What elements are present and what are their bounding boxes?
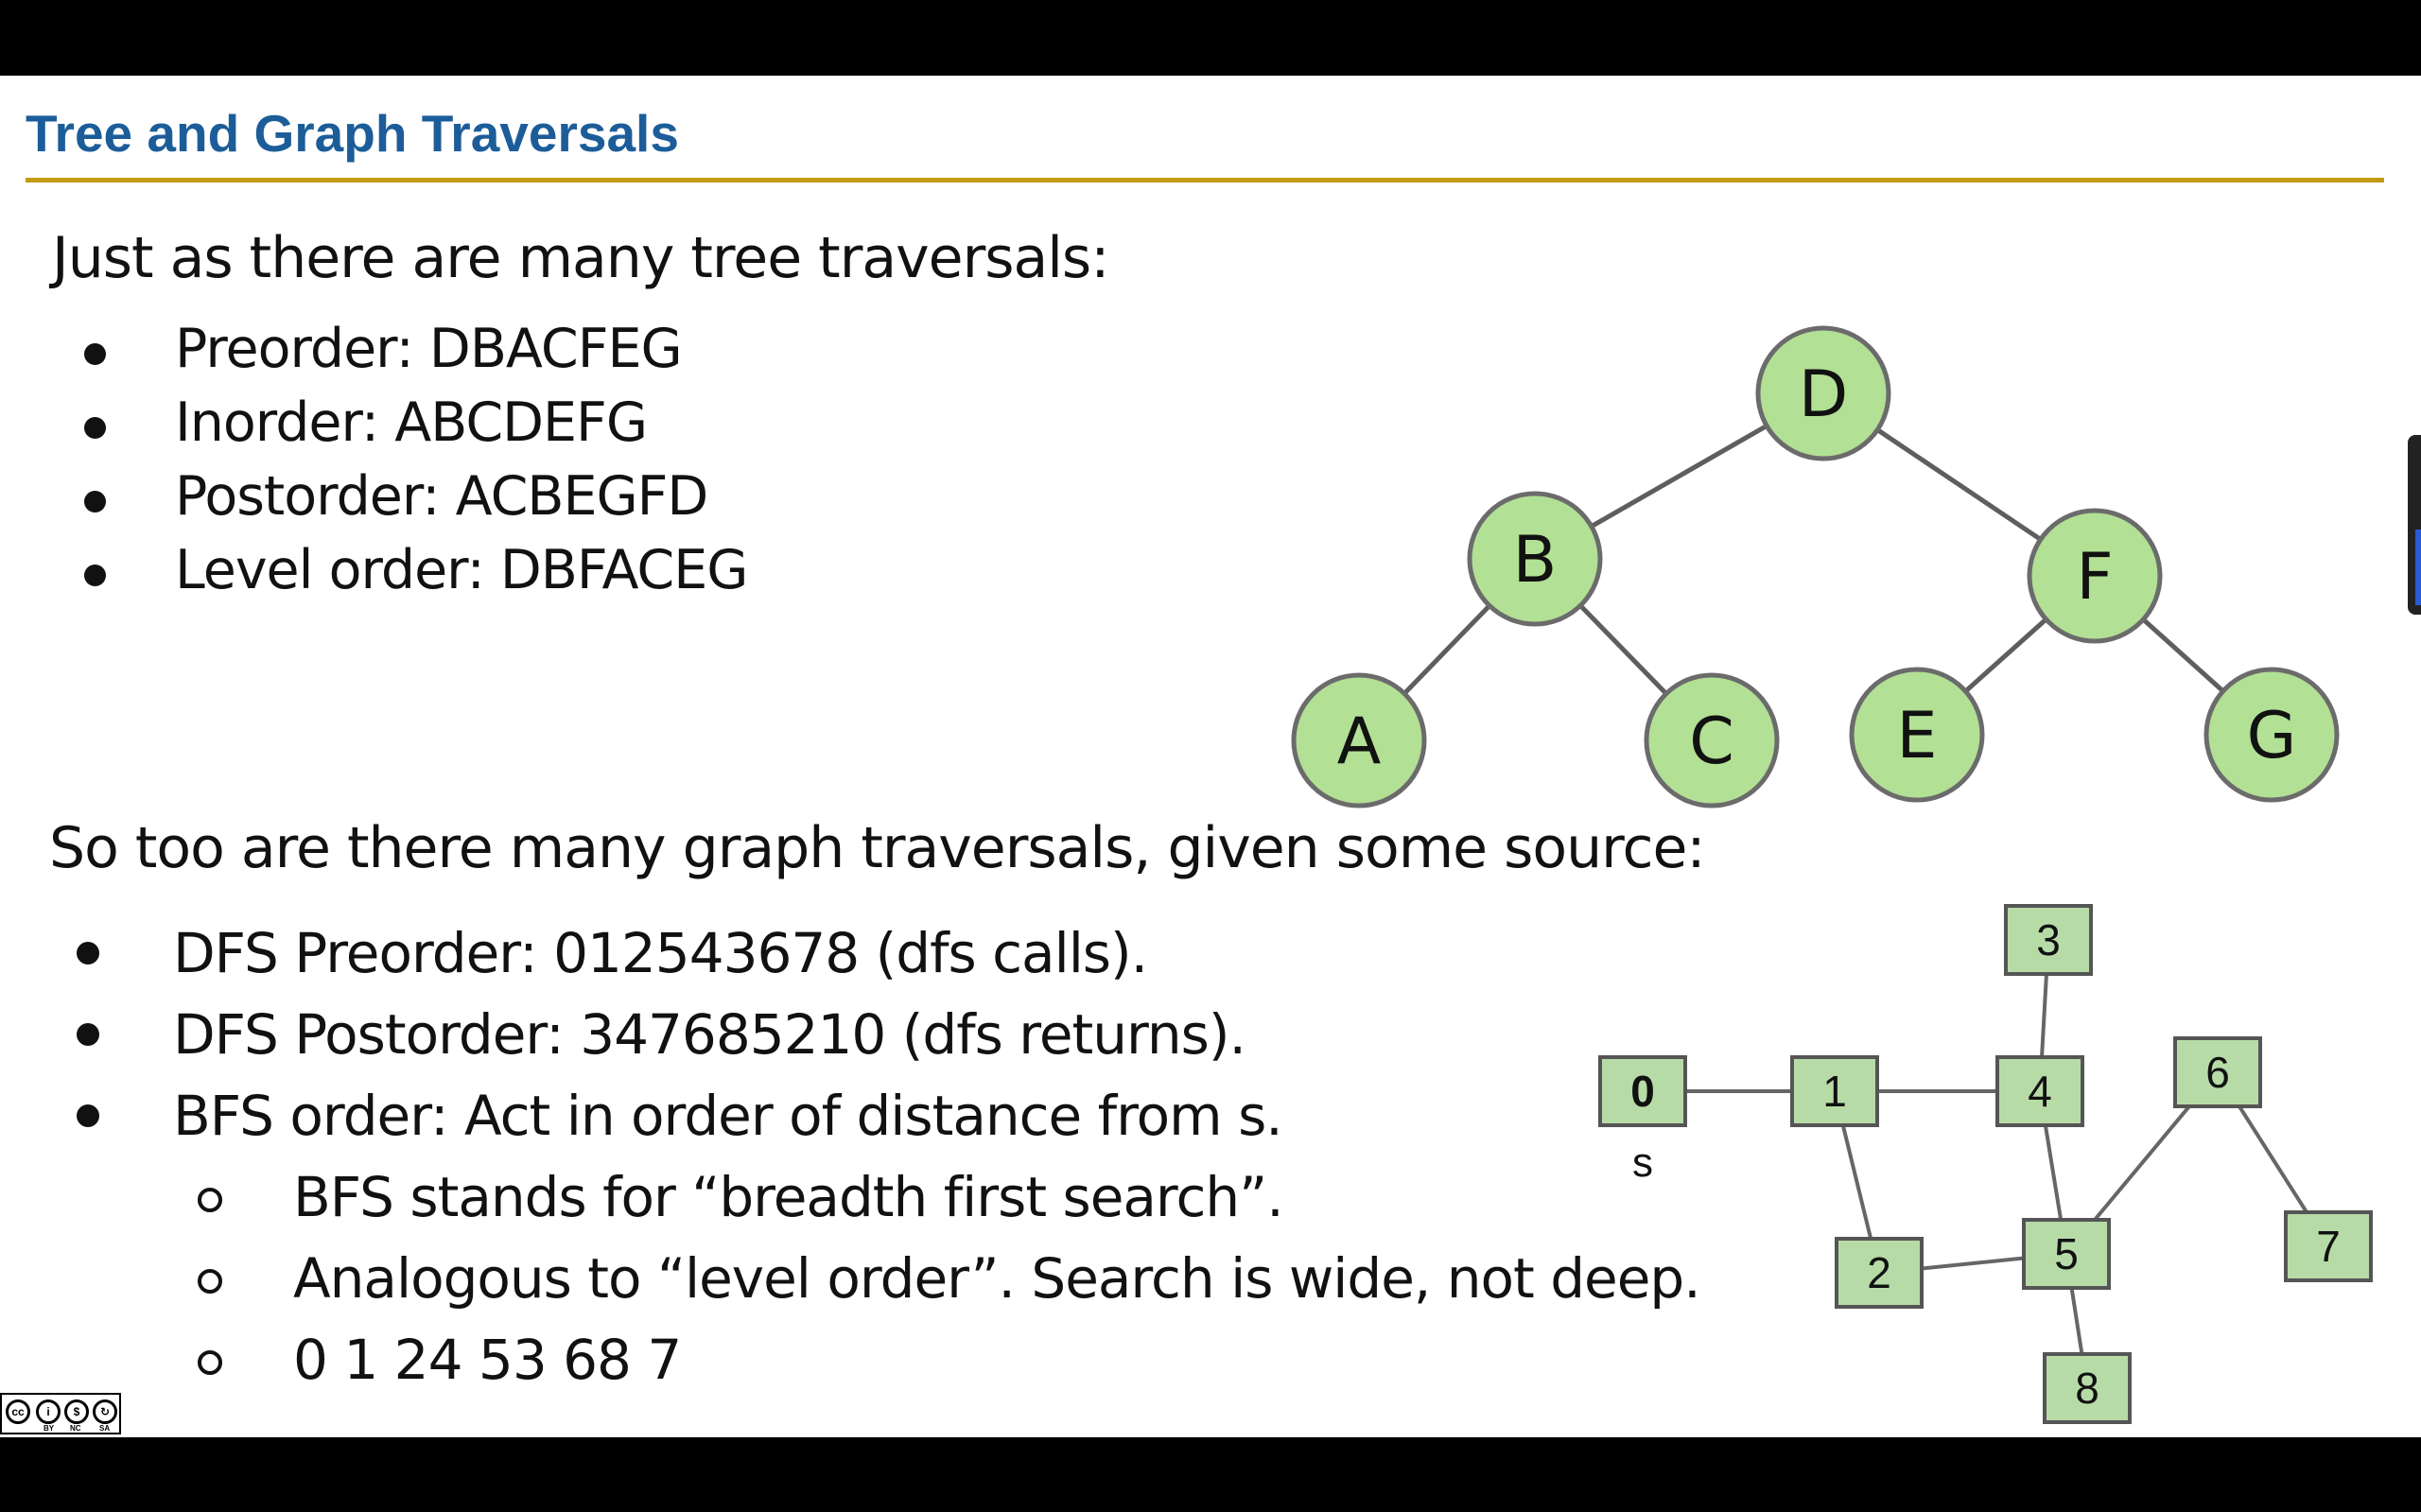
tree-node-label: A [1337,704,1382,779]
graph-node-label: 5 [2054,1229,2079,1278]
bullet-icon [77,1023,99,1046]
tree-node: B [1467,491,1603,627]
nc-icon: $ [64,1399,89,1424]
tree-node-circle [1849,667,1985,803]
hollow-bullet-icon [198,1350,222,1375]
graph-intro: So too are there many graph traversals, … [49,815,1706,881]
side-panel-handle[interactable] [2408,435,2421,615]
tree-node: F [2027,508,2163,644]
tree-node: E [1849,667,1985,803]
title-divider [26,178,2384,182]
graph-node-box [1790,1055,1879,1127]
graph-node-box [2004,904,2093,976]
tree-node: C [1644,672,1780,808]
tree-node-label: B [1513,523,1558,598]
slide-title: Tree and Graph Traversals [26,104,679,163]
by-icon: i [36,1399,61,1424]
license-label: SA [99,1424,111,1433]
tree-node-circle [2027,508,2163,644]
tree-node: G [2203,667,2340,803]
bullet-icon [77,1104,99,1127]
graph-node-box [2284,1210,2373,1282]
license-label: NC [70,1424,81,1433]
tree-node-circle [2203,667,2340,803]
license-label: BY [44,1424,55,1433]
binary-tree-diagram: D B F A C E G [1291,325,2340,808]
tree-node-circle [1644,672,1780,808]
bullet-icon [84,565,106,586]
graph-node: 5 [2022,1218,2111,1290]
graph-node: 4 [1995,1055,2084,1127]
sa-icon: ↻ [93,1399,117,1424]
graph-diagram: 0 1 2 3 4 5 6 7 8 s [1598,904,2373,1424]
hollow-bullet-icon [198,1188,222,1212]
graph-node-label: 3 [2036,915,2061,965]
graph-node: 8 [2043,1352,2132,1424]
graph-node: 3 [2004,904,2093,976]
hollow-bullet-icon [198,1269,222,1294]
tree-node-circle [1467,491,1603,627]
tree-node-label: G [2247,699,2297,773]
graph-node-label: 6 [2205,1048,2230,1097]
graph-node-box [2173,1036,2262,1108]
graph-node: 6 [2173,1036,2262,1108]
cc-by-nc-sa-icon: cc i $ ↻ BY NC SA [0,1393,121,1434]
tree-node: D [1755,325,1891,461]
tree-intro: Just as there are many tree traversals: [52,225,1109,291]
tree-node-circle [1291,672,1427,808]
bullet-icon [84,417,106,439]
tree-node-label: E [1897,699,1938,773]
graph-node-label: 4 [2028,1067,2052,1116]
graph-node: 1 [1790,1055,1879,1127]
graph-node-label: 1 [1822,1067,1847,1116]
graph-node: 2 [1835,1237,1924,1309]
graph-node-box [2043,1352,2132,1424]
tree-node-label: C [1689,704,1733,779]
graph-node: 0 [1598,1055,1687,1127]
graph-node-box [1995,1055,2084,1127]
graph-node: 7 [2284,1210,2373,1282]
bullet-icon [77,942,99,965]
graph-node-label: 2 [1867,1248,1891,1297]
graph-node-label: 8 [2075,1364,2099,1413]
source-label: s [1632,1139,1653,1186]
graph-node-box [2022,1218,2111,1290]
graph-node-box [1835,1237,1924,1309]
graph-node-label: 0 [1630,1067,1655,1116]
graph-node-box [1598,1055,1687,1127]
graph-node-label: 7 [2316,1222,2341,1271]
tree-node-label: D [1799,357,1848,432]
bullet-icon [84,343,106,365]
side-panel-indicator [2415,530,2421,605]
bullet-icon [84,491,106,513]
cc-icon: cc [6,1399,30,1424]
tree-node: A [1291,672,1427,808]
slide: Tree and Graph Traversals Just as there … [0,76,2421,1437]
tree-node-label: F [2076,540,2113,615]
tree-node-circle [1755,325,1891,461]
